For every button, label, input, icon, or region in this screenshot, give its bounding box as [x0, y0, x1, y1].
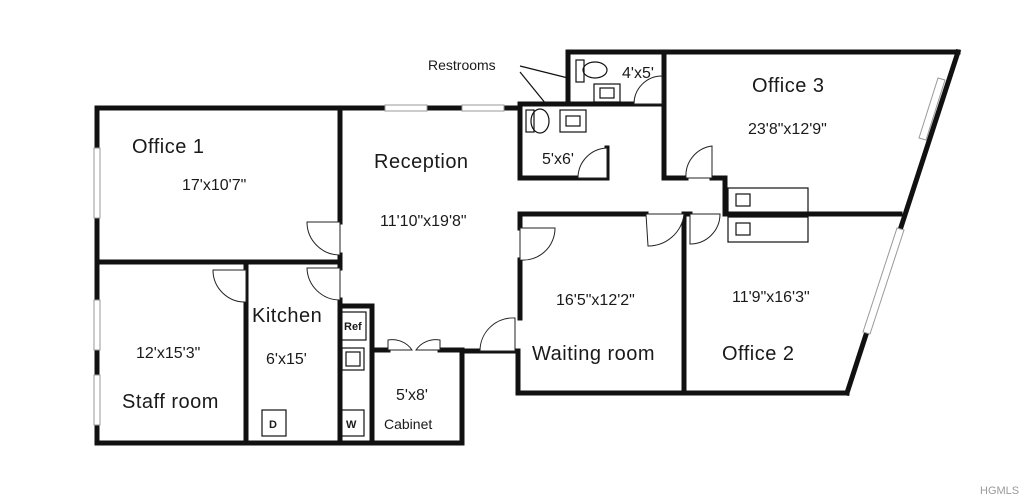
counter-office3-sink [735, 193, 751, 207]
restrooms-callout-line-2 [519, 71, 547, 105]
door-kitchen [306, 267, 341, 301]
windows [93, 77, 946, 426]
door-cabinet-right [415, 339, 441, 351]
sink-large [559, 109, 587, 133]
door-office3 [685, 145, 713, 179]
waiting-room-name: Waiting room [532, 343, 655, 365]
refrigerator [339, 311, 367, 341]
refrigerator-label: Ref [344, 321, 362, 333]
office3-dims: 23'8"x12'9" [748, 121, 827, 138]
window-staff-west-2 [93, 374, 101, 426]
door-restroom-small [633, 75, 663, 105]
restrooms-label: Restrooms [428, 57, 496, 73]
waiting-room-dims: 16'5"x12'2" [556, 292, 635, 309]
kitchen-name: Kitchen [252, 305, 322, 327]
office3-name: Office 3 [752, 75, 825, 97]
sink-small-basin [599, 87, 615, 99]
window-office3-east [918, 77, 946, 141]
dryer-label: D [269, 419, 277, 431]
kitchen-sink [341, 347, 365, 371]
counter-office2 [727, 216, 809, 243]
office3-west-wall [661, 49, 689, 181]
counter-office3 [727, 187, 809, 214]
toilet-small [582, 61, 608, 79]
fixtures [261, 59, 809, 437]
dryer [261, 409, 287, 437]
window-reception-north-2 [461, 104, 505, 112]
toilet-tank-small [575, 59, 585, 83]
walls [94, 48, 962, 446]
restroom-small-dims: 4'x5' [622, 65, 654, 82]
office2-name: Office 2 [722, 343, 795, 365]
office1-name: Office 1 [132, 136, 205, 158]
door-office1 [306, 221, 341, 256]
window-reception-north-1 [384, 104, 428, 112]
office2-dims: 11'9"x16'3" [732, 289, 810, 306]
labels: Office 1 17'x10'7" Reception 11'10"x19'8… [122, 57, 1019, 497]
staff-room-dims: 12'x15'3" [136, 345, 200, 362]
toilet-tank-large [525, 109, 535, 133]
door-staff-room [212, 269, 247, 303]
sink-small [593, 83, 621, 103]
door-restroom-large [577, 147, 608, 179]
washer [339, 409, 365, 437]
counter-office2-sink [735, 222, 751, 236]
door-waiting-room [519, 227, 556, 261]
restroom-top-wall [517, 49, 961, 107]
door-reception-south [479, 317, 516, 352]
office1-dims: 17'x10'7" [182, 177, 246, 194]
reception-dims: 11'10"x19'8" [380, 213, 467, 230]
restrooms-callout-line-1 [519, 65, 569, 79]
kitchen-sink-basin [345, 351, 361, 367]
cabinet-name: Cabinet [384, 416, 432, 432]
window-staff-west-1 [93, 299, 101, 351]
washer-label: W [346, 419, 357, 431]
restroom-large-dims: 5'x6' [542, 151, 574, 168]
door-cabinet-left [387, 339, 413, 351]
door-waiting-east [645, 213, 685, 247]
window-office2-east [862, 227, 905, 335]
door-office2 [689, 213, 721, 245]
reception-name: Reception [374, 151, 469, 173]
outer-wall-east [843, 48, 962, 397]
office3-partition [709, 175, 728, 217]
staff-room-name: Staff room [122, 391, 219, 413]
window-office1-west [93, 147, 101, 219]
doors [212, 75, 721, 352]
sink-large-basin [565, 115, 581, 127]
toilet-large [530, 108, 550, 134]
watermark: HGMLS [980, 485, 1019, 497]
cabinet-dims: 5'x8' [396, 387, 428, 404]
kitchen-dims: 6'x15' [266, 351, 307, 368]
